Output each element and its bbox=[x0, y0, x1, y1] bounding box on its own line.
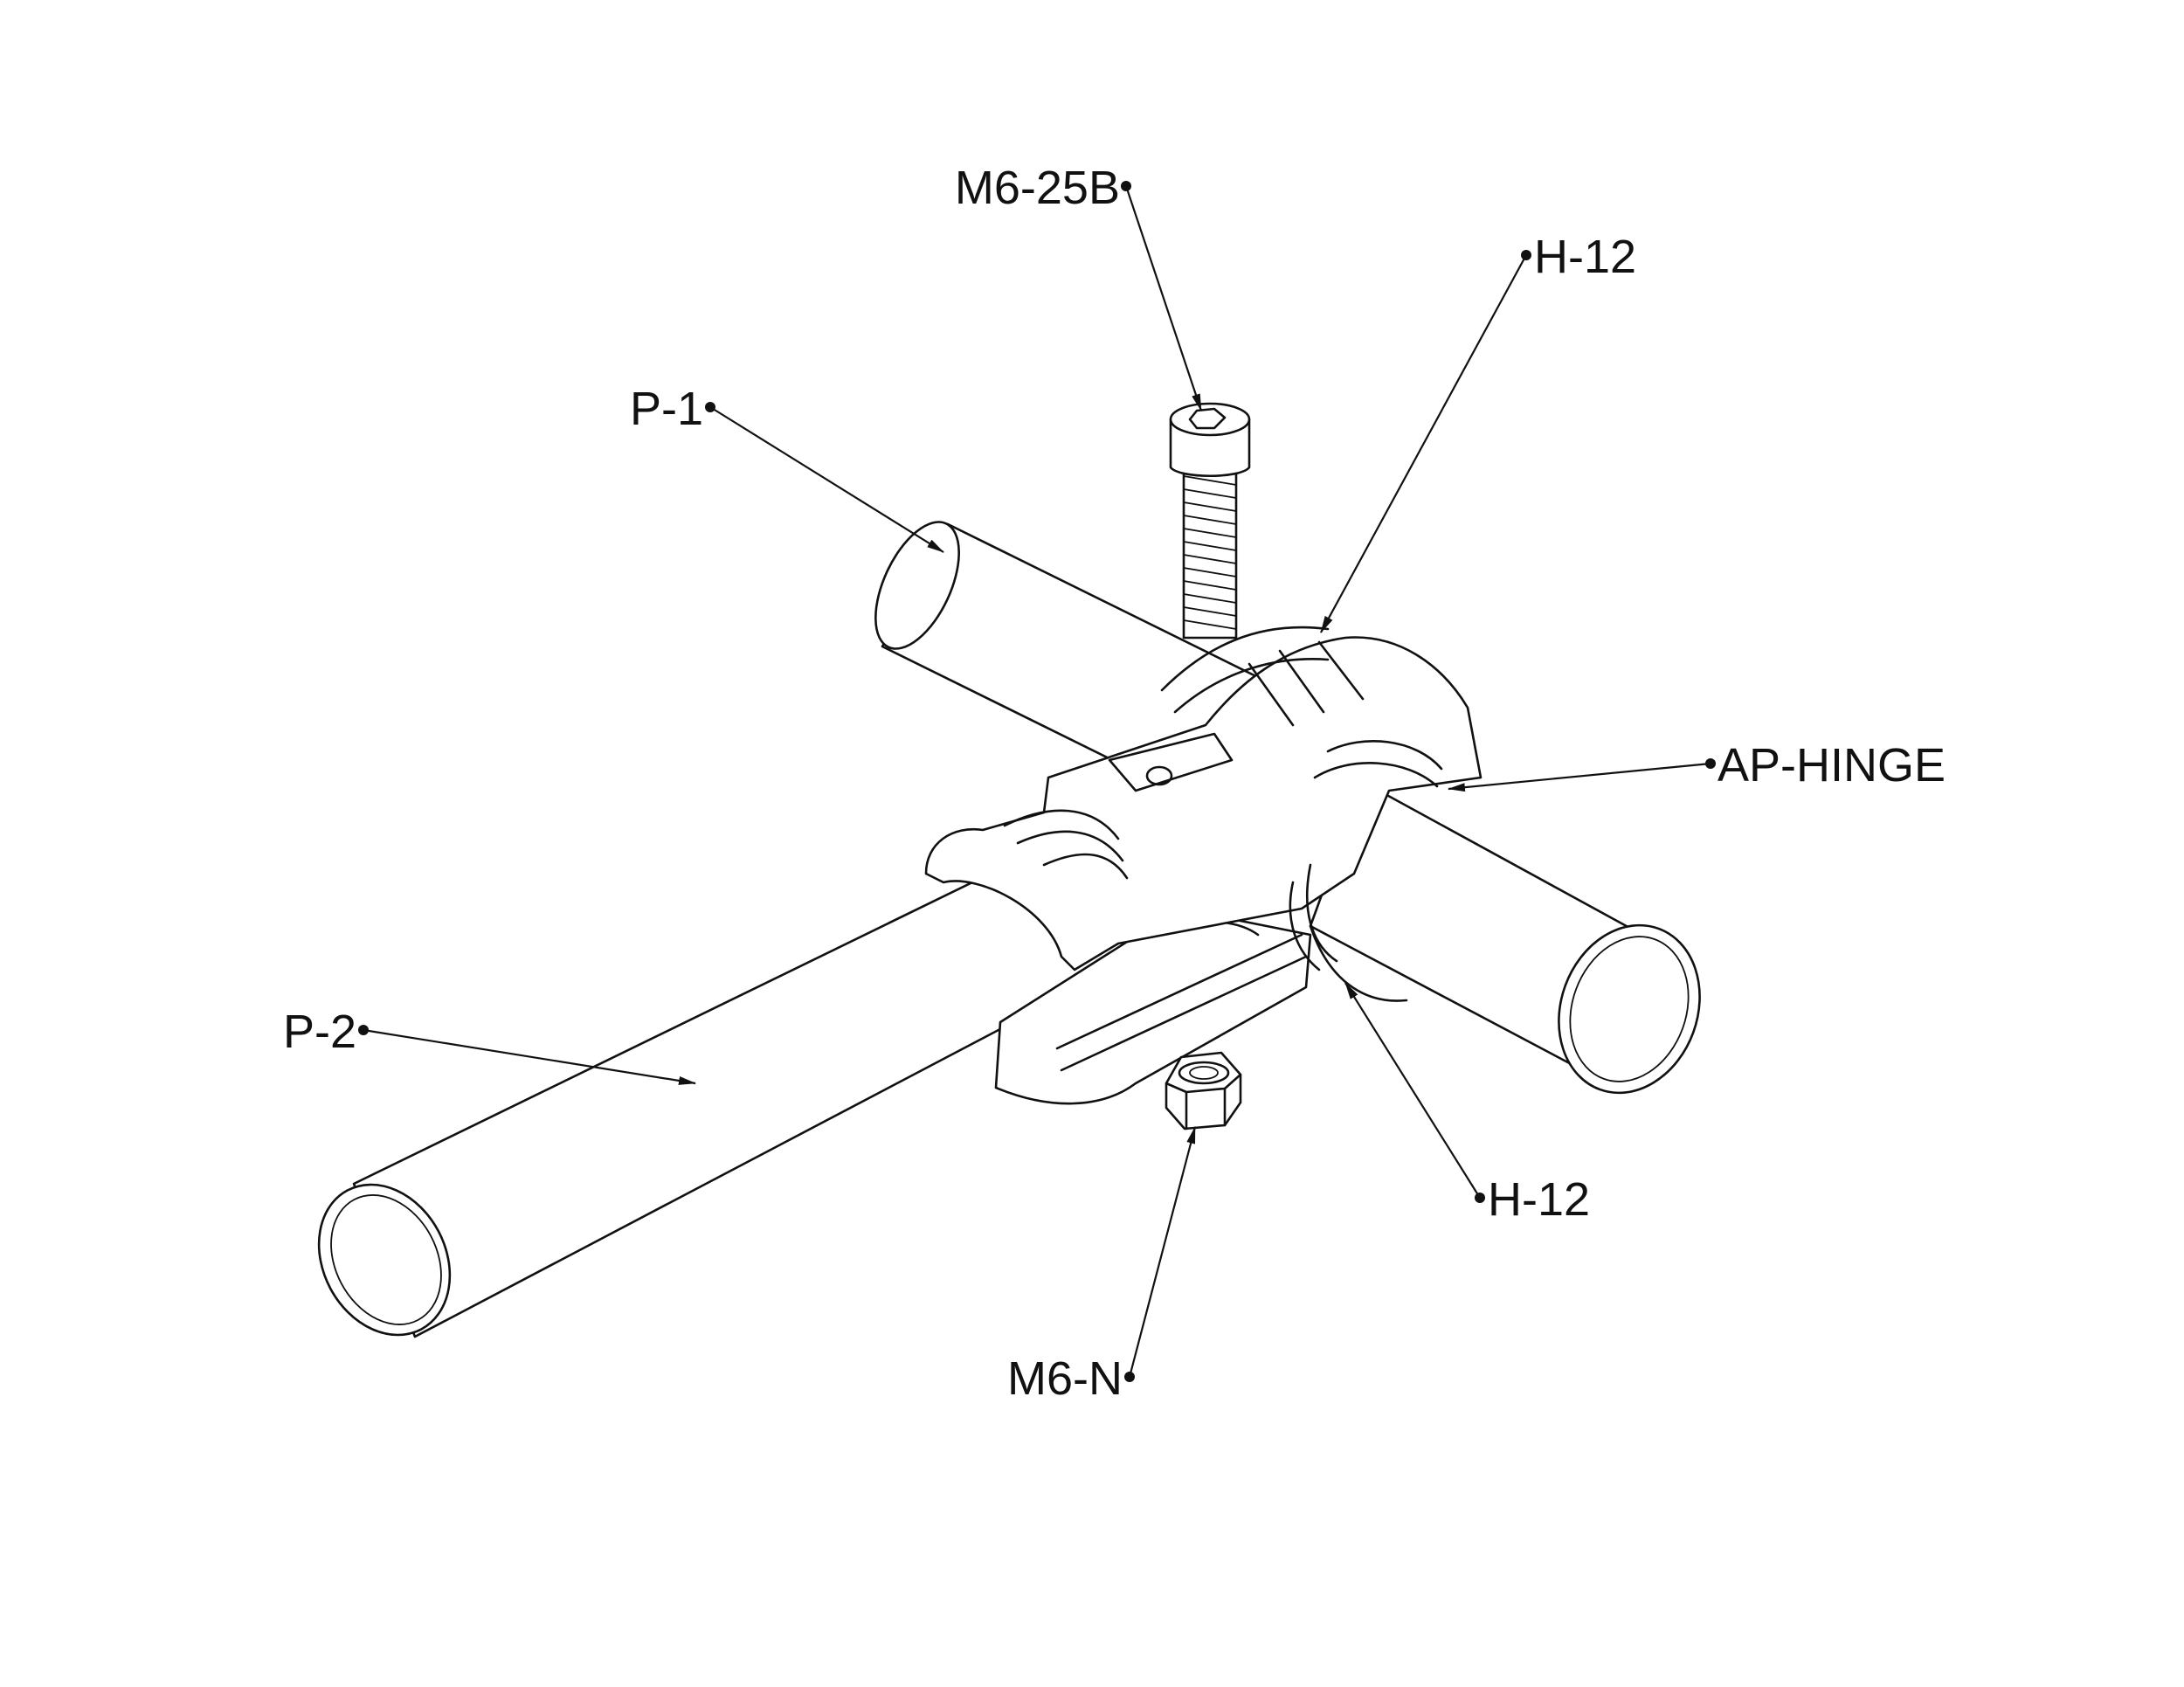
leader-ap-hinge bbox=[1448, 762, 1711, 792]
leader-nut bbox=[1128, 1126, 1197, 1378]
label-hinge-bottom: H-12 bbox=[1488, 1173, 1590, 1226]
leader-lines bbox=[363, 185, 1711, 1378]
label-hinge-top: H-12 bbox=[1534, 231, 1636, 283]
leader-hinge-top bbox=[1320, 254, 1527, 633]
label-nut: M6-N bbox=[1007, 1352, 1123, 1405]
nut-m6-n bbox=[1165, 1051, 1242, 1130]
leader-pipe-2 bbox=[363, 1028, 696, 1085]
leader-dots bbox=[358, 181, 1716, 1382]
leader-bolt bbox=[1124, 185, 1203, 411]
label-bolt: M6-25B bbox=[955, 162, 1120, 214]
leader-pipe-1 bbox=[709, 406, 944, 553]
label-pipe-1: P-1 bbox=[630, 383, 703, 435]
ap-hinge-body bbox=[924, 626, 1482, 971]
label-pipe-2: P-2 bbox=[283, 1006, 356, 1058]
label-ap-hinge: AP-HINGE bbox=[1717, 739, 1946, 792]
bolt-m6-25b bbox=[1169, 402, 1251, 640]
leader-hinge-bottom bbox=[1344, 982, 1481, 1199]
